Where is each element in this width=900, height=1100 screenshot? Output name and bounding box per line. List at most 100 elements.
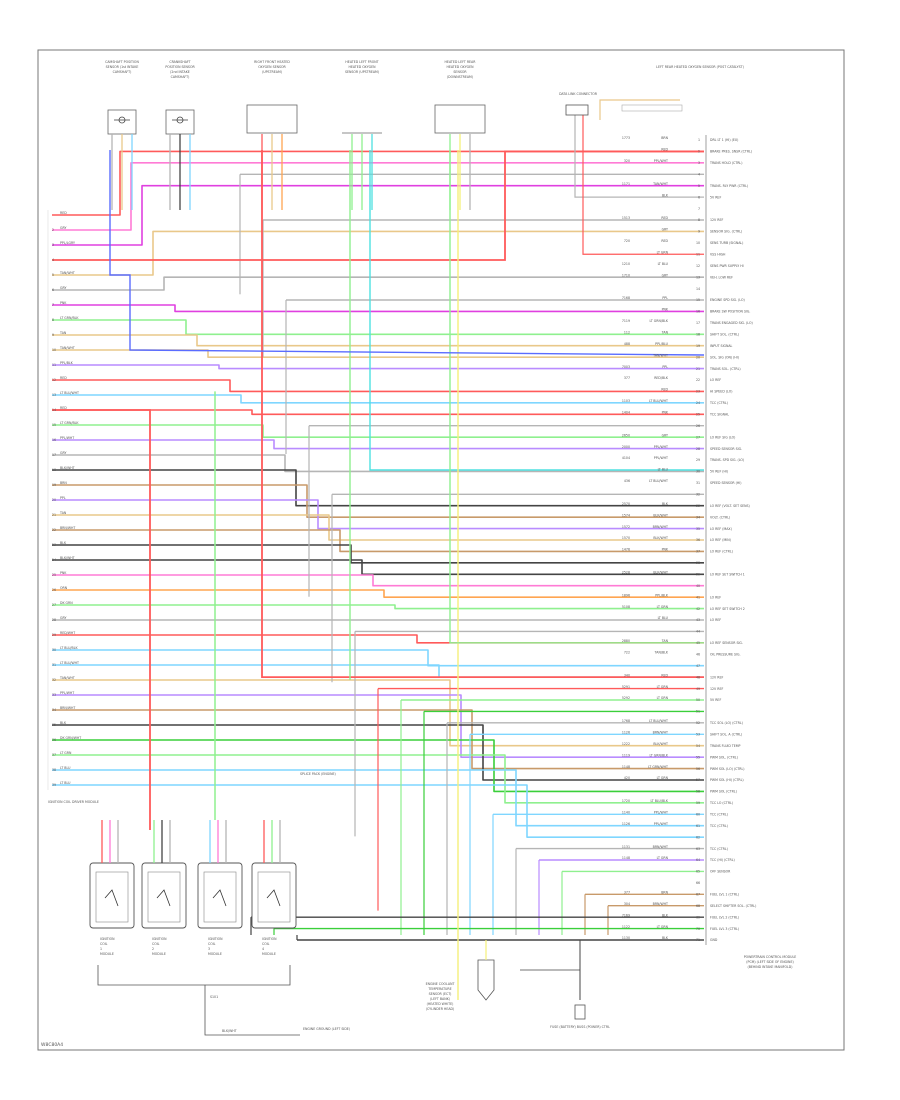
wire-color-label: TAN/WHT bbox=[59, 676, 75, 680]
left-pin-number: 28 bbox=[52, 618, 56, 622]
pcm-pin-function: SENS TURB (SIGNAL) bbox=[710, 241, 743, 245]
wire-run bbox=[52, 724, 704, 781]
pcm-pin-function: BRAKE SW POSITION SIG. bbox=[710, 310, 750, 314]
left-pin-number: 3 bbox=[52, 243, 54, 247]
wire-color-label: BLK bbox=[60, 721, 67, 725]
circuit-number: 1896 bbox=[622, 593, 630, 597]
wire-color-label: TAN/WHT bbox=[652, 182, 668, 186]
wire-color-label: PPL/BLK bbox=[60, 361, 74, 365]
pcm-pin-number: 47 bbox=[696, 664, 700, 668]
wire-color-label: BLK bbox=[662, 913, 669, 917]
circuit-number: 7119 bbox=[622, 319, 630, 323]
ignition-module-label: MODULE bbox=[100, 952, 114, 956]
splice-pack-label: SPLICE PACK (ENGINE) bbox=[300, 772, 336, 776]
pcm-pin-number: 3 bbox=[698, 161, 700, 165]
pcm-pin-number: 64 bbox=[696, 858, 700, 862]
pcm-pin-number: 27 bbox=[696, 435, 700, 439]
pcm-pin-number: 13 bbox=[696, 275, 700, 279]
wire-color-label: TAN bbox=[661, 330, 669, 334]
pcm-pin-function: 12V REF bbox=[710, 218, 723, 222]
left-pin-number: 25 bbox=[52, 573, 56, 577]
wire-run bbox=[52, 514, 704, 541]
ignition-module-label: MODULE bbox=[208, 952, 222, 956]
wire-color-label: RED/BLK bbox=[654, 376, 669, 380]
circuit-number: 1126 bbox=[622, 822, 630, 826]
pcm-pin-number: 63 bbox=[696, 847, 700, 851]
left-pin-number: 36 bbox=[52, 738, 56, 742]
pcm-pin-number: 51 bbox=[696, 710, 700, 714]
left-pin-number: 6 bbox=[52, 288, 54, 292]
wire-color-label: PPL/WHT bbox=[654, 810, 668, 814]
pcm-pin-number: 32 bbox=[696, 492, 700, 496]
pcm-pin-number: 50 bbox=[696, 698, 700, 702]
wire-color-label: RED bbox=[661, 388, 668, 392]
top-connector-label: (DOWNSTREAM) bbox=[447, 75, 473, 79]
wire-color-label: LT GRN/BLK bbox=[60, 421, 79, 425]
circuit-number: 320 bbox=[624, 159, 630, 163]
ect-label: (LEFT BANK) bbox=[430, 997, 450, 1001]
pcm-pin-function: TCC (HI) (CTRL) bbox=[709, 858, 735, 862]
wire-dlc-3 bbox=[599, 99, 680, 120]
wire-color-label: BRN/WHT bbox=[653, 845, 668, 849]
pcm-pin-number: 40 bbox=[696, 584, 700, 588]
wire-color-label: LT GRN/WHT bbox=[648, 765, 668, 769]
pcm-pin-number: 18 bbox=[696, 332, 700, 336]
wire-color-label: TAN/BLK bbox=[654, 650, 669, 654]
circuit-number: 377 bbox=[624, 890, 630, 894]
circuit-number: 722 bbox=[624, 650, 630, 654]
wire-color-label: LT GRN bbox=[657, 925, 669, 929]
circuit-number: 5292 bbox=[622, 696, 630, 700]
circuit-number: 1222 bbox=[622, 742, 630, 746]
wire-color-label: BLK/WHT bbox=[653, 513, 668, 517]
left-pin-number: 11 bbox=[52, 363, 56, 367]
left-pin-number: 23 bbox=[52, 543, 56, 547]
pcm-pin-function: FUEL LVL 3 (CTRL) bbox=[710, 927, 739, 931]
pcm-pin-function: SHIFT SOL. A (CTRL) bbox=[710, 732, 742, 736]
wire-o2-signal-2 bbox=[449, 150, 704, 644]
circuit-number: 7003 bbox=[622, 365, 630, 369]
pcm-pin-function: SPEED SENSOR (HI) bbox=[710, 481, 741, 485]
wires-layer bbox=[52, 99, 705, 1000]
pcm-pin-function: FUEL LVL 1 (CTRL) bbox=[710, 892, 739, 896]
pcm-pin-function: TCC (CTRL) bbox=[709, 401, 728, 405]
wire-color-label: RED bbox=[661, 673, 668, 677]
pcm-pin-number: 53 bbox=[696, 732, 700, 736]
wire-color-label: LT GRN bbox=[60, 751, 72, 755]
circuit-number: 1119 bbox=[622, 753, 630, 757]
wire-color-label: RED bbox=[60, 376, 67, 380]
left-pin-number: 13 bbox=[52, 393, 56, 397]
pcm-pin-number: 59 bbox=[696, 801, 700, 805]
wire-color-label: BLK bbox=[60, 541, 67, 545]
left-pin-number: 31 bbox=[52, 663, 56, 667]
pcm-pin-number: 9 bbox=[698, 230, 700, 234]
pcm-pin-number: 28 bbox=[696, 447, 700, 451]
ignition-module-label: IGNITION bbox=[100, 937, 115, 941]
wire-color-label: LT GRN bbox=[657, 685, 669, 689]
pcm-pin-number: 23 bbox=[696, 390, 700, 394]
pcm-pin-function: LO REF (MIN) bbox=[710, 538, 731, 542]
pcm-pin-function: 12V REF bbox=[710, 675, 723, 679]
wire-run bbox=[52, 484, 704, 518]
pcm-pin-number: 65 bbox=[696, 870, 700, 874]
left-pin-number: 30 bbox=[52, 648, 56, 652]
circuit-number: 2570 bbox=[622, 502, 630, 506]
wire-color-label: PPL/WHT bbox=[60, 691, 74, 695]
pcm-pin-number: 56 bbox=[696, 767, 700, 771]
wire-run bbox=[52, 559, 704, 576]
wire-color-label: LT BLU bbox=[658, 616, 669, 620]
wire-color-label: TAN/WHT bbox=[59, 346, 75, 350]
wire-color-label: BRN bbox=[661, 890, 668, 894]
wire-color-label: LT GRN bbox=[657, 856, 669, 860]
wire-run bbox=[52, 394, 704, 404]
circuit-number: 1572 bbox=[622, 525, 630, 529]
wire-color-label: LT BLU/WHT bbox=[649, 719, 668, 723]
wire-color-label: GRY bbox=[60, 451, 66, 455]
top-connector-label: HEATED OXYGEN bbox=[348, 65, 376, 69]
circuit-number: 1103 bbox=[622, 399, 630, 403]
wire-cmp-signal bbox=[109, 150, 705, 356]
left-pin-number: 5 bbox=[52, 273, 54, 277]
pcm-pin-function: TCC (CTRL) bbox=[709, 824, 728, 828]
ignition-module-label: MODULE bbox=[152, 952, 166, 956]
